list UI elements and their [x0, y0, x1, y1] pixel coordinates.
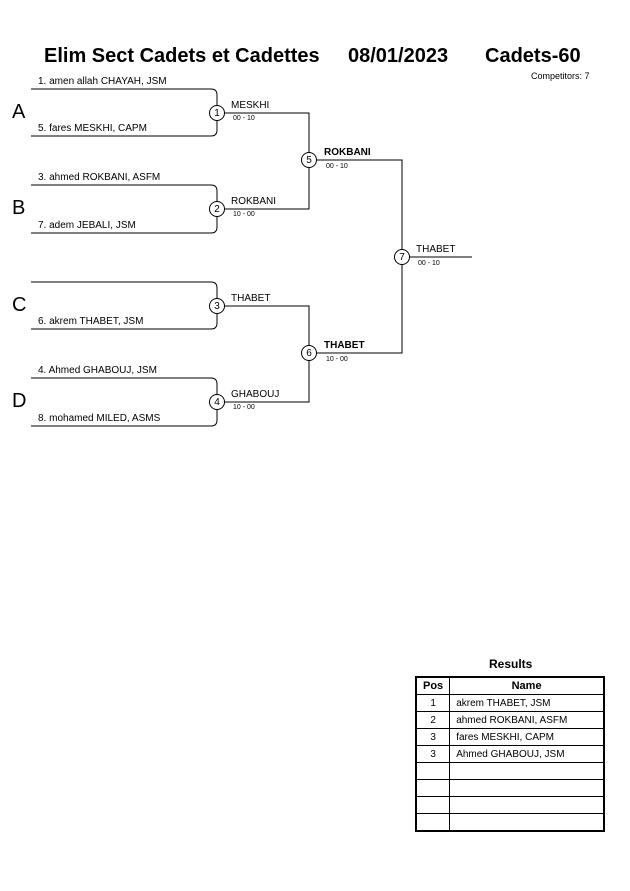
match-6-winner: THABET	[324, 340, 365, 351]
results-title: Results	[489, 657, 533, 671]
match-number-1: 1	[214, 107, 220, 119]
match-circle-2	[209, 201, 225, 217]
result-pos	[415, 779, 451, 797]
match-2-winner: ROKBANI	[231, 196, 277, 207]
result-pos	[415, 796, 451, 814]
match-number-4: 4	[214, 396, 220, 408]
result-name: Ahmed GHABOUJ, JSM	[449, 745, 605, 763]
match-number-6: 6	[306, 347, 312, 359]
pool-label-d: D	[12, 390, 27, 412]
match-circle-4	[209, 394, 225, 410]
match-number-5: 5	[306, 154, 312, 166]
result-pos: 3	[415, 728, 451, 746]
pool-label-a: A	[12, 101, 26, 123]
event-date: 08/01/2023	[348, 45, 449, 67]
entry-7: 4. Ahmed GHABOUJ, JSM	[38, 365, 157, 376]
table-row	[415, 813, 605, 832]
entry-6: 6. akrem THABET, JSM	[38, 316, 144, 327]
match-1-score: 00 - 10	[233, 115, 255, 122]
entry-2: 5. fares MESKHI, CAPM	[38, 123, 147, 134]
result-name: ahmed ROKBANI, ASFM	[449, 711, 605, 729]
result-pos: 3	[415, 745, 451, 763]
results-header-name: Name	[449, 676, 605, 695]
match-number-2: 2	[214, 203, 220, 215]
match-circle-7	[394, 249, 410, 265]
category-label: Cadets-60	[485, 45, 581, 67]
pool-label-c: C	[12, 294, 27, 316]
results-table: Pos Name 1 akrem THABET, JSM 2 ahmed ROK…	[415, 676, 605, 832]
table-row: 1 akrem THABET, JSM	[415, 694, 605, 712]
match-7-score: 00 - 10	[418, 260, 440, 267]
match-circle-6	[301, 345, 317, 361]
match-4-score: 10 - 00	[233, 404, 255, 411]
entry-1: 1. amen allah CHAYAH, JSM	[38, 76, 167, 87]
results-header-row: Pos Name	[415, 676, 605, 695]
match-5-score: 00 - 10	[326, 163, 348, 170]
match-2-score: 10 - 00	[233, 211, 255, 218]
table-row: 3 fares MESKHI, CAPM	[415, 728, 605, 746]
result-name	[449, 762, 605, 780]
match-number-3: 3	[214, 300, 220, 312]
match-circle-5	[301, 152, 317, 168]
table-row: 2 ahmed ROKBANI, ASFM	[415, 711, 605, 729]
competitor-count: Competitors: 7	[531, 71, 590, 81]
match-5-winner: ROKBANI	[324, 147, 371, 158]
entry-3: 3. ahmed ROKBANI, ASFM	[38, 172, 161, 183]
event-title: Elim Sect Cadets et Cadettes	[44, 45, 320, 67]
match-1-winner: MESKHI	[231, 100, 270, 111]
match-7-winner: THABET	[416, 244, 456, 255]
result-pos	[415, 813, 451, 832]
entry-8: 8. mohamed MILED, ASMS	[38, 413, 161, 424]
table-row	[415, 762, 605, 780]
match-4-winner: GHABOUJ	[231, 389, 280, 400]
result-name: fares MESKHI, CAPM	[449, 728, 605, 746]
result-name	[449, 813, 605, 832]
match-circle-3	[209, 298, 225, 314]
result-pos	[415, 762, 451, 780]
match-circle-1	[209, 105, 225, 121]
result-name: akrem THABET, JSM	[449, 694, 605, 712]
entry-4: 7. adem JEBALI, JSM	[38, 220, 136, 231]
pool-label-b: B	[12, 197, 26, 219]
match-number-7: 7	[399, 251, 405, 263]
result-name	[449, 779, 605, 797]
result-pos: 2	[415, 711, 451, 729]
result-name	[449, 796, 605, 814]
table-row	[415, 779, 605, 797]
match-6-score: 10 - 00	[326, 356, 348, 363]
table-row: 3 Ahmed GHABOUJ, JSM	[415, 745, 605, 763]
table-row	[415, 796, 605, 814]
results-header-pos: Pos	[415, 676, 451, 695]
result-pos: 1	[415, 694, 451, 712]
match-3-winner: THABET	[231, 293, 271, 304]
